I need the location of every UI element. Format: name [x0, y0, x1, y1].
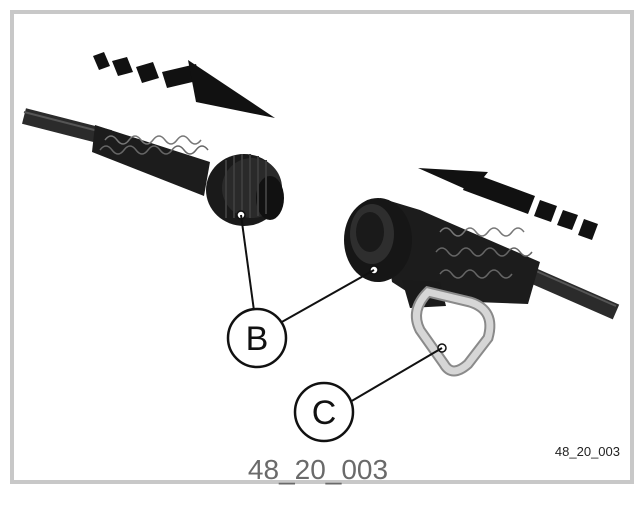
leader-b-right — [279, 269, 375, 324]
figure-caption: 48_20_003 — [247, 454, 389, 485]
leader-b-left — [240, 214, 256, 319]
callout-c-label: C — [312, 394, 337, 432]
callout-b: B — [226, 307, 288, 369]
right-connector — [344, 198, 620, 320]
insert-arrow-right — [418, 168, 598, 240]
callout-c: C — [293, 381, 355, 443]
leader-c — [349, 347, 443, 403]
callout-b-label: B — [246, 320, 269, 358]
figure-frame — [10, 10, 634, 484]
drawing-id: 48_20_003 — [554, 444, 620, 459]
insert-arrow-left — [93, 52, 275, 118]
left-cable — [22, 108, 284, 226]
